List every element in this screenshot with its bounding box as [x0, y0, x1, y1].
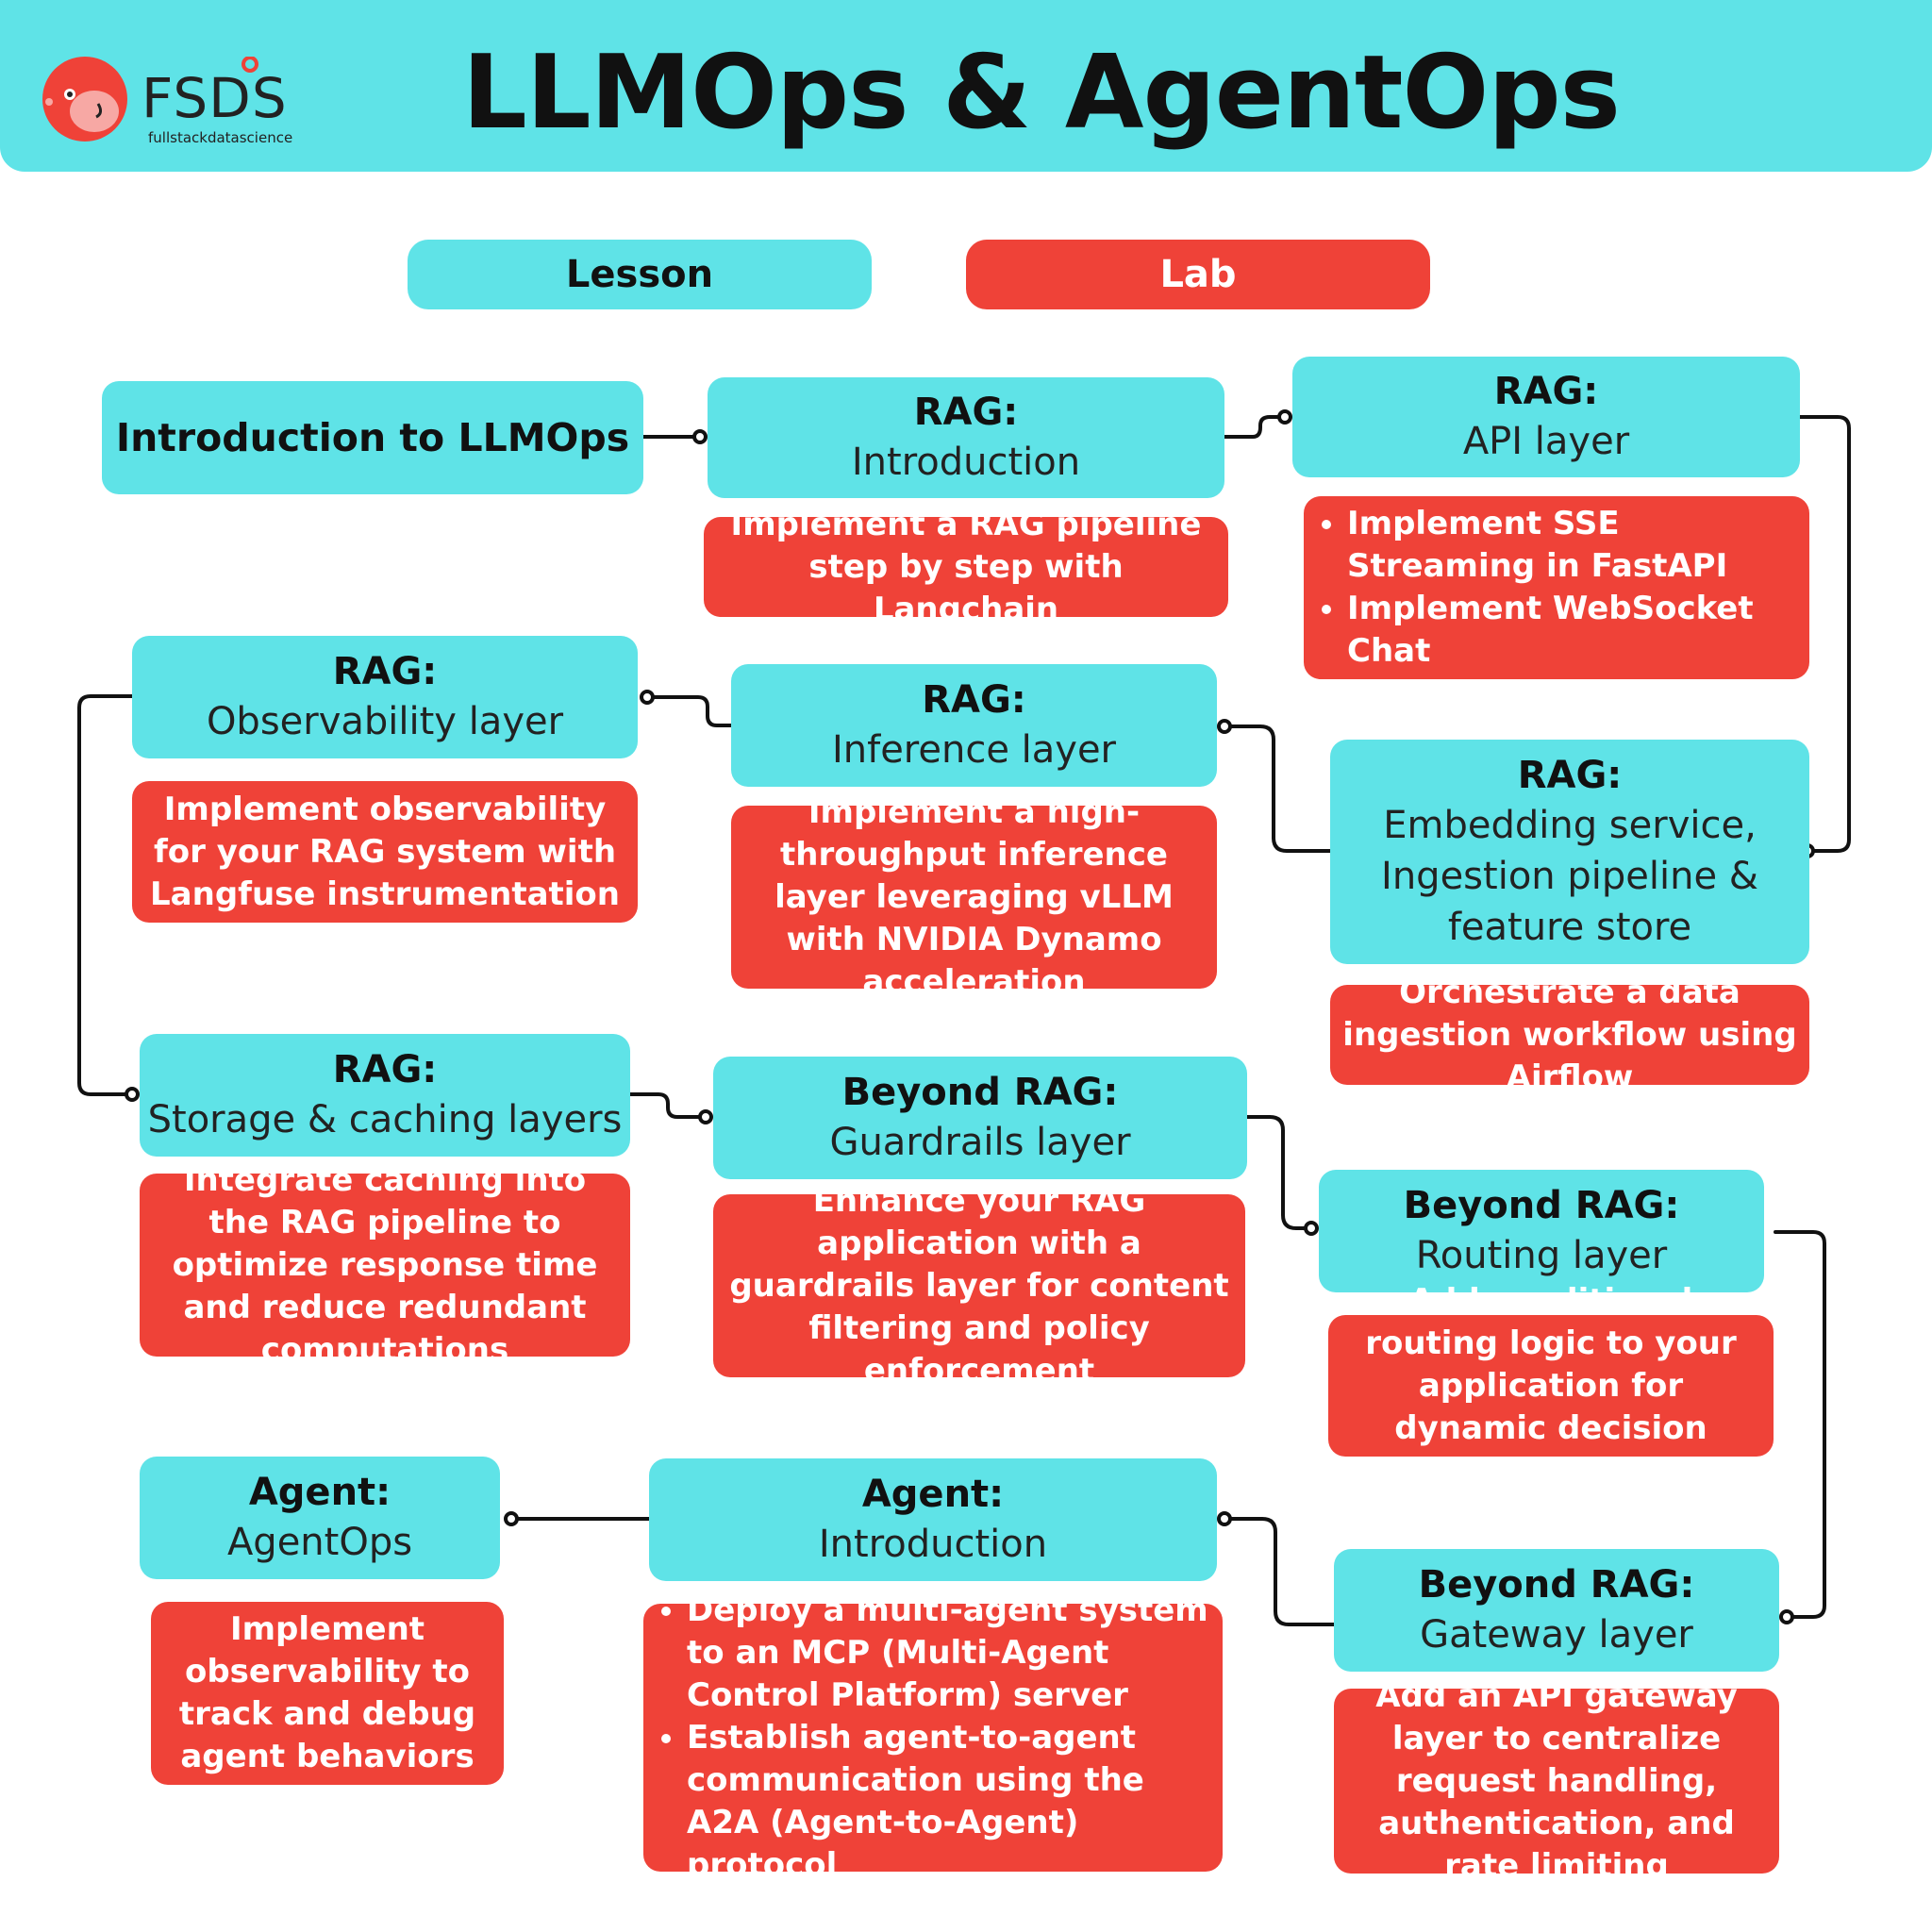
lesson-subtitle: Embedding service, Ingestion pipeline & …: [1381, 804, 1758, 949]
lab-text: Implement observability to track and deb…: [178, 1610, 476, 1775]
connector-dot: [698, 1109, 713, 1124]
lab-text: Add conditional routing logic to your ap…: [1365, 1281, 1737, 1490]
connector-inference-to-observability: [645, 695, 733, 727]
lesson-agent-agentops: Agent: AgentOps: [140, 1457, 500, 1579]
lesson-category: RAG:: [1493, 370, 1599, 413]
lesson-category: Agent:: [248, 1471, 391, 1514]
lab-list: Implement SSE Streaming in FastAPI Imple…: [1313, 503, 1800, 673]
lesson-beyond-rag-routing: Beyond RAG: Routing layer: [1319, 1170, 1764, 1292]
lesson-category: RAG:: [1517, 754, 1623, 797]
lesson-rag-inference-layer: RAG: Inference layer: [731, 664, 1217, 787]
connector-gateway-to-agent-intro: [1223, 1517, 1336, 1626]
lesson-category: RAG:: [913, 391, 1019, 434]
lab-beyond-rag-guardrails: Enhance your RAG application with a guar…: [713, 1182, 1245, 1390]
connector-dot: [640, 690, 655, 705]
lesson-subtitle: AgentOps: [226, 1521, 413, 1564]
connector-guardrails-to-routing: [1245, 1115, 1311, 1230]
connector-dot: [692, 429, 708, 444]
lab-list-item: Deploy a multi-agent system to an MCP (M…: [687, 1590, 1213, 1717]
lesson-rag-introduction: RAG: Introduction: [708, 377, 1224, 498]
lab-rag-inference-layer: Implement a high-throughput inference la…: [731, 793, 1217, 1001]
lab-list-item: Establish agent-to-agent communication u…: [687, 1717, 1213, 1887]
connector-dot: [1277, 409, 1292, 425]
lesson-category: RAG:: [922, 678, 1026, 722]
lab-text: Implement a RAG pipeline step by step wi…: [730, 505, 1202, 628]
lesson-subtitle: Storage & caching layers: [147, 1098, 623, 1141]
logo-subtitle: fullstackdatascience: [148, 129, 293, 146]
connector-dot: [1217, 1511, 1232, 1526]
lab-rag-storage-caching: Integrate caching into the RAG pipeline …: [140, 1161, 630, 1369]
lesson-category: RAG:: [332, 650, 438, 693]
lab-beyond-rag-routing: Add conditional routing logic to your ap…: [1328, 1282, 1774, 1490]
lab-text: Enhance your RAG application with a guar…: [729, 1181, 1229, 1390]
lesson-category: Agent:: [861, 1473, 1005, 1516]
lesson-category: RAG:: [332, 1048, 438, 1091]
page-title: LLMOps & AgentOps: [462, 34, 1621, 152]
lesson-category: Beyond RAG:: [1403, 1184, 1680, 1227]
lesson-introduction-to-llmops: Introduction to LLMOps: [102, 381, 643, 494]
lesson-rag-storage-caching: RAG: Storage & caching layers: [140, 1034, 630, 1157]
logo-text: FSDS: [142, 66, 288, 130]
connector-embedding-to-inference: [1223, 724, 1332, 853]
lab-agent-agentops: Implement observability to track and deb…: [151, 1602, 504, 1785]
lab-text: Orchestrate a data ingestion workflow us…: [1342, 973, 1797, 1096]
connector-dot: [1217, 719, 1232, 734]
lesson-category: Beyond RAG:: [841, 1071, 1119, 1114]
lab-list-item: Implement SSE Streaming in FastAPI: [1347, 503, 1800, 588]
lesson-rag-api-layer: RAG: API layer: [1292, 357, 1800, 477]
legend-lab: Lab: [966, 240, 1430, 309]
lab-list: Deploy a multi-agent system to an MCP (M…: [653, 1590, 1213, 1887]
lab-text: Integrate caching into the RAG pipeline …: [172, 1160, 598, 1369]
lesson-subtitle: Routing layer: [1415, 1234, 1668, 1277]
lesson-subtitle: API layer: [1462, 420, 1630, 463]
lab-beyond-rag-gateway: Add an API gateway layer to centralize r…: [1334, 1677, 1779, 1885]
legend-lesson: Lesson: [408, 240, 872, 309]
lesson-category: Beyond RAG:: [1418, 1563, 1695, 1607]
lab-rag-introduction: Implement a RAG pipeline step by step wi…: [704, 506, 1228, 628]
lesson-beyond-rag-guardrails: Beyond RAG: Guardrails layer: [713, 1057, 1247, 1179]
lab-agent-introduction: Deploy a multi-agent system to an MCP (M…: [643, 1591, 1223, 1884]
connector-rag-intro-to-api: [1223, 415, 1285, 439]
lesson-agent-introduction: Agent: Introduction: [649, 1458, 1217, 1581]
lab-rag-embedding-service: Orchestrate a data ingestion workflow us…: [1330, 974, 1809, 1096]
lesson-subtitle: Guardrails layer: [829, 1121, 1131, 1164]
lab-rag-observability-layer: Implement observability for your RAG sys…: [132, 781, 638, 923]
connector-dot: [1779, 1609, 1794, 1624]
lab-rag-api-layer: Implement SSE Streaming in FastAPI Imple…: [1304, 496, 1809, 679]
connector-routing-to-gateway: [1774, 1230, 1826, 1619]
lesson-rag-embedding-service: RAG: Embedding service, Ingestion pipeli…: [1330, 740, 1809, 964]
lesson-subtitle: Observability layer: [206, 700, 564, 743]
lesson-subtitle: Introduction: [851, 441, 1081, 484]
lesson-rag-observability-layer: RAG: Observability layer: [132, 636, 638, 758]
lesson-beyond-rag-gateway: Beyond RAG: Gateway layer: [1334, 1549, 1779, 1672]
lesson-subtitle: Introduction: [818, 1523, 1048, 1566]
lesson-subtitle: Gateway layer: [1420, 1613, 1693, 1657]
connector-observability-to-storage: [77, 694, 134, 1096]
connector-dot: [1304, 1221, 1319, 1236]
fsds-logo-icon: [42, 57, 258, 142]
lesson-subtitle: Inference layer: [831, 728, 1117, 772]
lesson-title: Introduction to LLMOps: [115, 415, 630, 460]
connector-dot: [504, 1511, 519, 1526]
lab-list-item: Implement WebSocket Chat: [1347, 588, 1800, 673]
connector-storage-to-guardrails: [628, 1092, 706, 1119]
connector-dot: [125, 1087, 140, 1102]
header-banner: FSDS fullstackdatascience LLMOps & Agent…: [0, 0, 1932, 172]
lab-text: Implement a high-throughput inference la…: [774, 792, 1174, 1001]
lab-text: Implement observability for your RAG sys…: [150, 790, 620, 913]
lab-text: Add an API gateway layer to centralize r…: [1375, 1676, 1738, 1885]
